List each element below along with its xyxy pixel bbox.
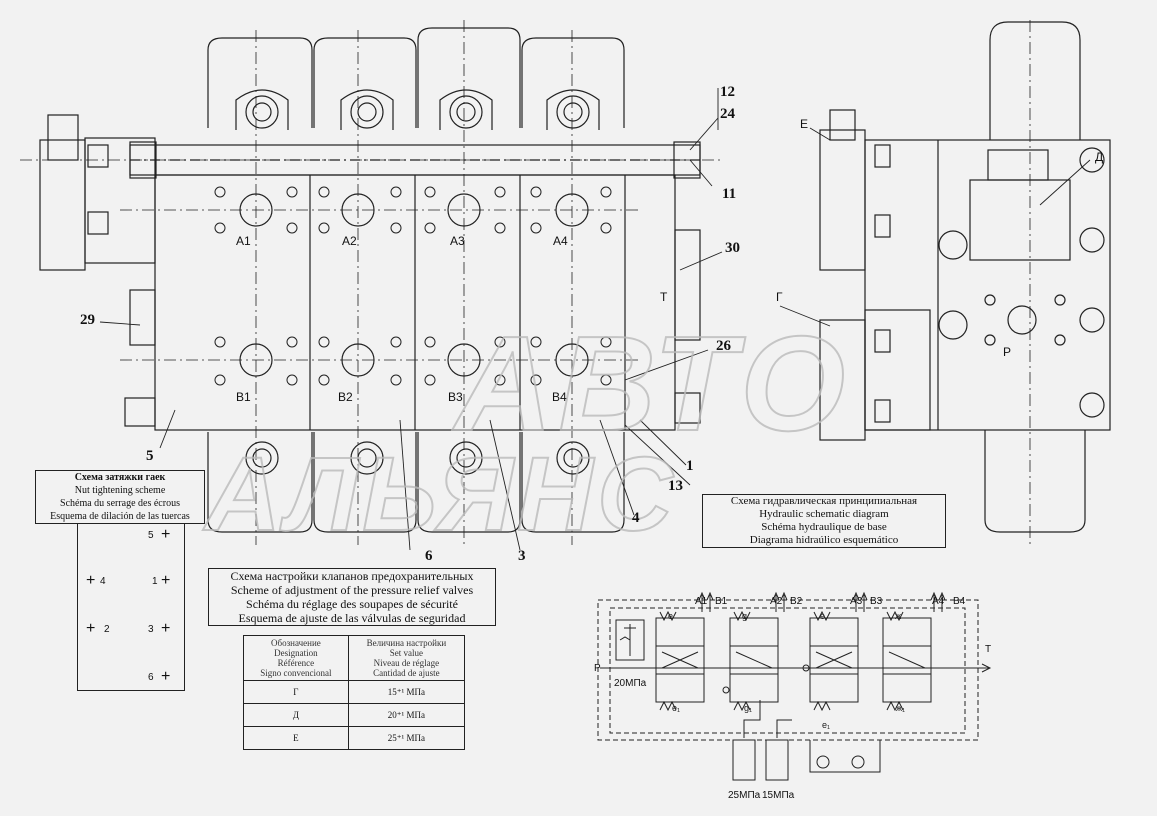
port-label-b4: B4 <box>552 390 567 404</box>
hyd-port-b2: B2 <box>790 596 803 607</box>
callout-12: 12 <box>720 84 735 100</box>
hyd-label-t: T <box>985 644 992 655</box>
callout-5: 5 <box>146 448 154 464</box>
nut-1: 1 <box>152 576 158 587</box>
solenoid-caps <box>207 27 625 128</box>
valve-title-en: Scheme of adjustment of the pressure rel… <box>230 583 474 597</box>
hyd-port-a3: A3 <box>850 596 863 607</box>
hyd-label-p: P <box>594 663 601 674</box>
callout-3: 3 <box>518 548 526 564</box>
nut-title-fr: Schéma du serrage des écrous <box>60 498 180 509</box>
callout-6: 6 <box>425 548 433 564</box>
port-label-a3: A3 <box>450 234 465 248</box>
callout-24: 24 <box>720 106 735 122</box>
svg-text:e₁: e₁ <box>822 720 830 730</box>
hyd-label-25mpa: 25МПа <box>728 790 761 801</box>
callout-11: 11 <box>722 186 737 202</box>
cross-icon: + <box>161 572 171 589</box>
port-label-b3: B3 <box>448 390 463 404</box>
side-view <box>819 20 1111 545</box>
callout-29: 29 <box>80 312 95 328</box>
port-label-t: T <box>660 290 668 304</box>
hyd-port-a2: A2 <box>770 596 783 607</box>
valve-title-ru: Схема настройки клапанов предохранительн… <box>230 569 474 583</box>
svg-text:ж₁: ж₁ <box>896 703 905 713</box>
label-g: Г <box>776 290 783 304</box>
hyd-title-fr: Schéma hydraulique de base <box>761 521 887 533</box>
hyd-port-a4: A4 <box>932 596 945 607</box>
nut-3: 3 <box>148 624 154 635</box>
cross-icon: + <box>86 620 96 637</box>
callout-1: 1 <box>686 458 694 474</box>
nut-scheme-title: Схема затяжки гаек Nut tightening scheme… <box>35 470 205 524</box>
hyd-port-b1: B1 <box>715 596 728 607</box>
hyd-title-ru: Схема гидравлическая принципиальная <box>730 495 918 507</box>
schematic-labels: e g e ж e₁ g₁ e₁ ж₁ <box>668 611 905 730</box>
label-e: E <box>800 117 809 131</box>
port-label-p: P <box>1003 345 1012 359</box>
valve-title-es: Esquema de ajuste de las válvulas de seg… <box>238 611 466 625</box>
port-label-a4: A4 <box>553 234 568 248</box>
nut-title-es: Esquema de dilación de las tuercas <box>50 511 190 522</box>
cross-icon: + <box>86 572 96 589</box>
hyd-title-en: Hydraulic schematic diagram <box>759 508 889 520</box>
callout-13: 13 <box>668 478 683 494</box>
svg-text:g₁: g₁ <box>744 703 752 713</box>
svg-text:g: g <box>742 611 747 621</box>
label-d: Д <box>1095 150 1104 164</box>
valve-scheme-title: Схема настройки клапанов предохранительн… <box>208 568 496 626</box>
port-label-b2: B2 <box>338 390 353 404</box>
port-label-b1: B1 <box>236 390 251 404</box>
valve-title-fr: Schéma du réglage des soupapes de sécuri… <box>246 597 458 611</box>
port-label-a2: A2 <box>342 234 357 248</box>
svg-text:e: e <box>820 611 825 621</box>
hyd-port-a1: A1 <box>695 596 708 607</box>
hyd-label-15mpa: 15МПа <box>762 790 795 801</box>
svg-text:ж: ж <box>895 611 901 621</box>
hydraulic-schematic <box>597 591 992 781</box>
cross-icon: + <box>161 526 171 543</box>
hyd-title-es: Diagrama hidraúlico esquemático <box>749 534 899 546</box>
cross-icon: + <box>161 668 171 685</box>
svg-text:e: e <box>668 611 673 621</box>
nut-title-en: Nut tightening scheme <box>74 485 166 496</box>
svg-text:АВТО: АВТО <box>452 308 851 459</box>
callout-4: 4 <box>632 510 640 526</box>
callout-26: 26 <box>716 338 731 354</box>
hyd-label-20mpa: 20МПа <box>614 678 647 689</box>
svg-text:e₁: e₁ <box>672 703 680 713</box>
hydraulic-title: Схема гидравлическая принципиальная Hydr… <box>702 494 946 548</box>
nut-5: 5 <box>148 530 154 541</box>
nut-2: 2 <box>104 624 110 635</box>
nut-4: 4 <box>100 576 106 587</box>
cross-icon: + <box>161 620 171 637</box>
port-label-a1: A1 <box>236 234 251 248</box>
watermark: АВТО АЛЬЯНС <box>201 307 851 554</box>
nut-6: 6 <box>148 672 154 683</box>
hyd-port-b4: B4 <box>953 596 966 607</box>
callout-30: 30 <box>725 240 740 256</box>
nut-scheme-box: 5+ 4+ 1+ 2+ 3+ 6+ <box>77 523 185 691</box>
nut-title-ru: Схема затяжки гаек <box>74 472 166 483</box>
hyd-port-b3: B3 <box>870 596 883 607</box>
svg-text:АЛЬЯНС: АЛЬЯНС <box>202 436 677 553</box>
